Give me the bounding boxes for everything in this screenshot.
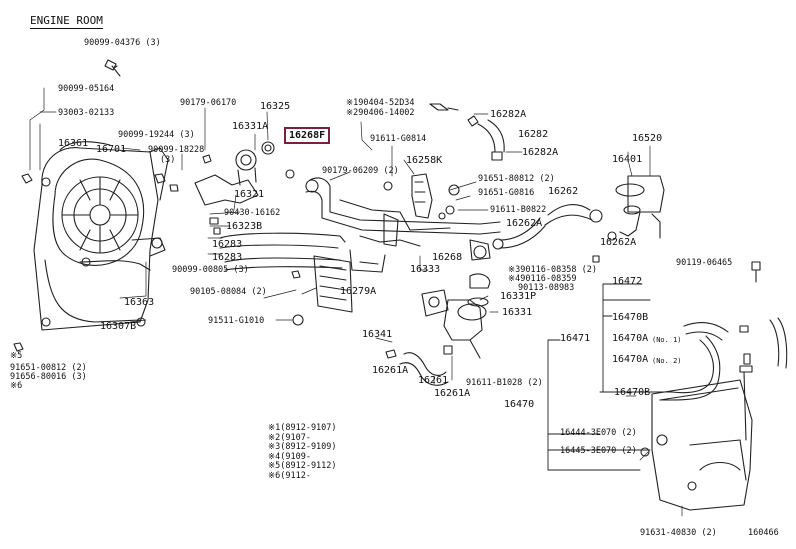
part-label[interactable]: 90113-08983 (518, 283, 575, 293)
part-label[interactable]: 16282A (490, 109, 527, 120)
part-label[interactable]: ※390116-08358 (2) (508, 265, 598, 275)
part-label[interactable]: 16470B (612, 312, 649, 323)
part-label[interactable]: 90099-19244 (3) (118, 130, 195, 140)
part-label[interactable]: 16283 (212, 252, 243, 263)
part-label[interactable]: 16325 (260, 101, 291, 112)
part-label[interactable]: 16331 (502, 307, 533, 318)
part-label: (No. 1) (652, 336, 682, 344)
part-label[interactable]: 16262A (600, 237, 637, 248)
part-label[interactable]: 16701 (96, 144, 127, 155)
part-label[interactable]: 16258K (406, 155, 443, 166)
part-label[interactable]: 16361 (58, 138, 89, 149)
part-label[interactable]: 16341 (362, 329, 393, 340)
part-label: (No. 2) (652, 357, 682, 365)
part-label[interactable]: 93003-02133 (58, 108, 115, 118)
part-label[interactable]: 90119-06465 (676, 258, 733, 268)
part-label[interactable]: 16470A (612, 333, 649, 344)
part-label[interactable]: 16444-3E070 (2) (560, 428, 637, 438)
legend-item: ※6(9112- (268, 470, 311, 481)
part-label[interactable]: 90179-06170 (180, 98, 237, 108)
part-label[interactable]: 16279A (340, 286, 377, 297)
part-label[interactable]: 16262 (548, 186, 579, 197)
part-label[interactable]: 16331P (500, 291, 537, 302)
part-label[interactable]: 16471 (560, 333, 591, 344)
part-label[interactable]: 16282A (522, 147, 559, 158)
note-line: ※5 (10, 351, 23, 361)
note-line: 91656-80016 (3) (10, 372, 87, 382)
part-label[interactable]: 16307B (100, 321, 137, 332)
part-label[interactable]: ※290406-14002 (346, 108, 415, 118)
part-label[interactable]: ※190404-52D34 (346, 98, 415, 108)
legend-item: ※1(8912-9107) (268, 423, 337, 433)
thermostat-unit (592, 175, 665, 263)
legend-item: ※5(8912-9112) (268, 461, 337, 471)
legend-item: ※3(8912-9109) (268, 442, 337, 452)
hose-16262 (492, 204, 603, 250)
catalog-code: 160466 (748, 528, 779, 538)
part-label[interactable]: 91511-G1010 (208, 316, 265, 326)
part-label[interactable]: 16321 (234, 189, 265, 200)
part-label[interactable]: (3) (160, 155, 176, 165)
part-label[interactable]: 90099-05164 (58, 84, 115, 94)
note-line: 91651-00812 (2) (10, 363, 87, 373)
legend-item: ※4(9109- (268, 451, 311, 462)
bolt-icon (104, 59, 121, 77)
part-label[interactable]: 90099-04376 (3) (84, 38, 161, 48)
part-label[interactable]: 91611-B1028 (2) (466, 378, 543, 388)
part-label[interactable]: 16401 (612, 154, 643, 165)
thermostat-housing (194, 141, 295, 235)
part-label[interactable]: 16331A (232, 121, 269, 132)
part-label[interactable]: 16470B (614, 387, 651, 398)
part-label[interactable]: 16472 (612, 276, 643, 287)
part-label[interactable]: 90105-08084 (2) (190, 287, 267, 297)
hose-16261 (385, 339, 481, 386)
part-label[interactable]: 16268 (432, 252, 463, 263)
heat-shield (313, 255, 353, 313)
part-label[interactable]: 91651-G0816 (478, 188, 535, 198)
part-label[interactable]: 91631-40830 (2) (640, 528, 717, 538)
note-line: ※6 (10, 381, 23, 391)
part-label[interactable]: 90099-18228 (148, 145, 205, 155)
part-label[interactable]: 16262A (506, 218, 543, 229)
bracket (411, 173, 433, 219)
part-label[interactable]: 91611-B0822 (490, 205, 547, 215)
part-label[interactable]: 16470A (612, 354, 649, 365)
date-legend: ※1(8912-9107) ※2(9107- ※3(8912-9109) ※4(… (268, 423, 337, 481)
part-label[interactable]: 16333 (410, 264, 441, 275)
part-label[interactable]: 90099-00805 (3) (172, 265, 249, 275)
hose-16282 (429, 103, 505, 161)
part-label[interactable]: 16261A (372, 365, 409, 376)
reservoir-tank (640, 365, 753, 511)
part-label[interactable]: ※490116-08359 (508, 274, 577, 284)
part-label[interactable]: 91651-80812 (2) (478, 174, 555, 184)
legend-item: ※2(9107- (268, 432, 311, 443)
part-label[interactable]: 16445-3E070 (2) (560, 446, 637, 456)
part-label[interactable]: 16261A (434, 388, 471, 399)
part-label[interactable]: 16282 (518, 129, 549, 140)
part-label[interactable]: 90430-16162 (224, 208, 281, 218)
page-title: ENGINE ROOM (30, 14, 103, 29)
water-outlet (421, 273, 491, 341)
water-pipe-assembly (305, 177, 501, 273)
part-label[interactable]: 16323B (226, 221, 263, 232)
part-label[interactable]: 16363 (124, 297, 155, 308)
part-label[interactable]: 16470 (504, 399, 535, 410)
part-label[interactable]: 91611-G0814 (370, 134, 427, 144)
highlighted-part-label[interactable]: 16268F (284, 127, 331, 144)
part-label[interactable]: 16261 (418, 375, 449, 386)
part-label[interactable]: 16283 (212, 239, 243, 250)
fan-shroud (33, 141, 169, 331)
overflow-hoses (659, 261, 788, 401)
part-label[interactable]: 16520 (632, 133, 663, 144)
part-label[interactable]: 90179-06209 (2) (322, 166, 399, 176)
